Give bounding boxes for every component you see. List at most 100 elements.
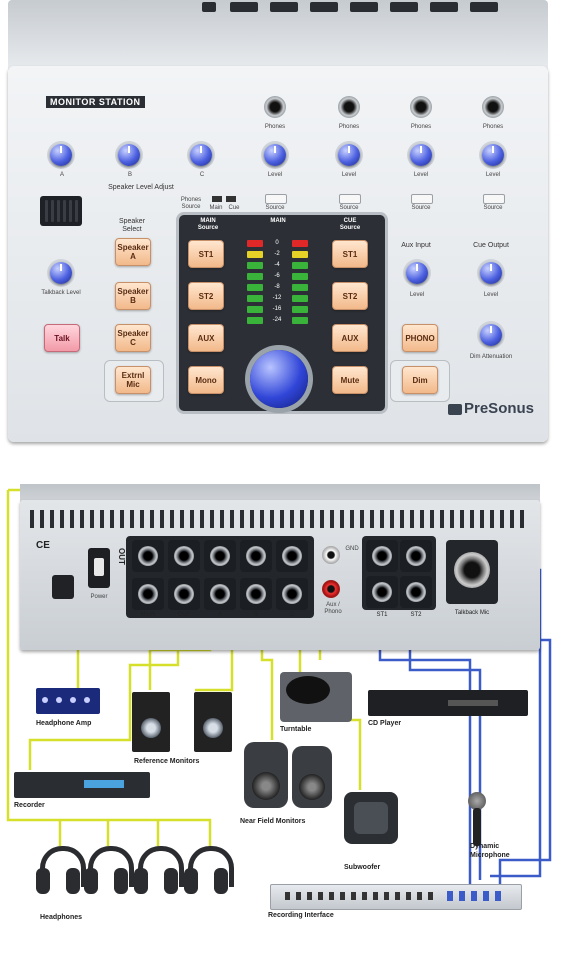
aux-rca-right[interactable] [322,580,340,598]
phones-level-knob[interactable] [264,144,286,166]
source-label: Source [339,205,359,211]
cue-output-level-knob[interactable] [480,262,502,284]
out-label: OUT [117,548,126,565]
st1-l-jack[interactable] [366,540,398,572]
main-out-l-jack[interactable] [132,540,164,572]
main-volume-knob[interactable] [250,350,308,408]
main-cue-switch[interactable] [212,196,222,202]
headphone-amp [36,688,100,714]
phones-label: Phones [264,124,286,130]
phones-label: Phones [482,124,504,130]
mute-button[interactable]: Mute [332,366,368,394]
st1-r-jack[interactable] [366,576,398,608]
vent [270,2,298,12]
reference-monitor-right [194,692,232,752]
recording-interface [270,884,522,910]
speaker-b-level-knob[interactable] [118,144,140,166]
source-button[interactable] [339,194,361,204]
phones-label: Phones [410,124,432,130]
a-out-r-jack[interactable] [204,578,236,610]
main-cue-switch[interactable] [226,196,236,202]
aux-input-level-knob[interactable] [406,262,428,284]
main-st1-button[interactable]: ST1 [188,240,224,268]
phones-jack[interactable] [482,96,504,118]
main-aux-button[interactable]: AUX [188,324,224,352]
source-button[interactable] [483,194,505,204]
main-out-label: MAIN [140,612,156,618]
mono-button[interactable]: Mono [188,366,224,394]
source-button[interactable] [411,194,433,204]
headphones-label: Headphones [40,914,83,921]
cue-out-label: CUE [177,612,191,618]
cue-aux-button[interactable]: AUX [332,324,368,352]
speaker-select-label: Speaker Select [118,218,146,233]
vent [430,2,458,12]
speaker-c-level-knob[interactable] [190,144,212,166]
turntable [280,672,352,722]
led-meter-right [292,317,308,324]
power-input[interactable] [52,575,74,599]
meter-scale-label: -2 [274,251,280,257]
talkback-level-knob[interactable] [50,262,72,284]
cue-st1-button[interactable]: ST1 [332,240,368,268]
knob-label-b: B [127,172,132,178]
speaker-b-button[interactable]: Speaker B [115,282,151,310]
b-out-l-jack[interactable] [240,540,272,572]
led-meter-left [247,262,263,269]
talk-button[interactable]: Talk [44,324,80,352]
near-field-monitor-right [292,746,332,808]
level-label: Level [341,172,357,178]
main-out-r-jack[interactable] [132,578,164,610]
power-switch[interactable] [88,548,110,588]
cue-out-l-jack[interactable] [168,540,200,572]
vent [350,2,378,12]
led-meter-right [292,284,308,291]
aux-rca-left[interactable] [322,546,340,564]
phones-jack[interactable] [410,96,432,118]
talkback-mic-grille [40,196,82,226]
c-out-l-jack[interactable] [276,540,308,572]
phones-jack[interactable] [338,96,360,118]
cue-out-r-jack[interactable] [168,578,200,610]
dim-button[interactable]: Dim [402,366,438,394]
extrnl-mic-button[interactable]: Extrnl Mic [115,366,151,394]
dim-attenuation-knob[interactable] [480,324,502,346]
phones-jack[interactable] [264,96,286,118]
subwoofer [344,792,398,844]
cue-source-label: CUE Source [339,218,361,231]
phones-level-knob[interactable] [410,144,432,166]
st2-l-jack[interactable] [400,540,432,572]
st2-r-jack[interactable] [400,576,432,608]
phono-button[interactable]: PHONO [402,324,438,352]
c-out-label: C [289,612,295,618]
led-meter-right [292,295,308,302]
phones-level-knob[interactable] [482,144,504,166]
source-label: Source [411,205,431,211]
led-meter-left [247,295,263,302]
level-label: Level [413,172,429,178]
power-label: Power [90,594,108,600]
aux-input-label: Aux Input [401,242,431,249]
turntable-label: Turntable [280,726,312,733]
vent [202,2,216,12]
speaker-a-button[interactable]: Speaker A [115,238,151,266]
talkback-xlr-block [446,540,498,604]
talkback-level-label: Talkback Level [41,290,81,296]
brand-name: PreSonus [464,400,535,417]
led-meter-right [292,262,308,269]
led-meter-left [247,240,263,247]
cue-label: Cue [228,205,240,211]
a-out-l-jack[interactable] [204,540,236,572]
c-out-r-jack[interactable] [276,578,308,610]
cue-st2-button[interactable]: ST2 [332,282,368,310]
a-out-label: A [217,612,222,618]
b-out-r-jack[interactable] [240,578,272,610]
speaker-c-button[interactable]: Speaker C [115,324,151,352]
dim-attenuation-label: Dim Attenuation [469,354,513,360]
speaker-a-level-knob[interactable] [50,144,72,166]
dynamic-microphone [466,792,488,846]
source-button[interactable] [265,194,287,204]
main-st2-button[interactable]: ST2 [188,282,224,310]
phones-level-knob[interactable] [338,144,360,166]
speaker-level-adjust-label: Speaker Level Adjust [108,184,174,191]
